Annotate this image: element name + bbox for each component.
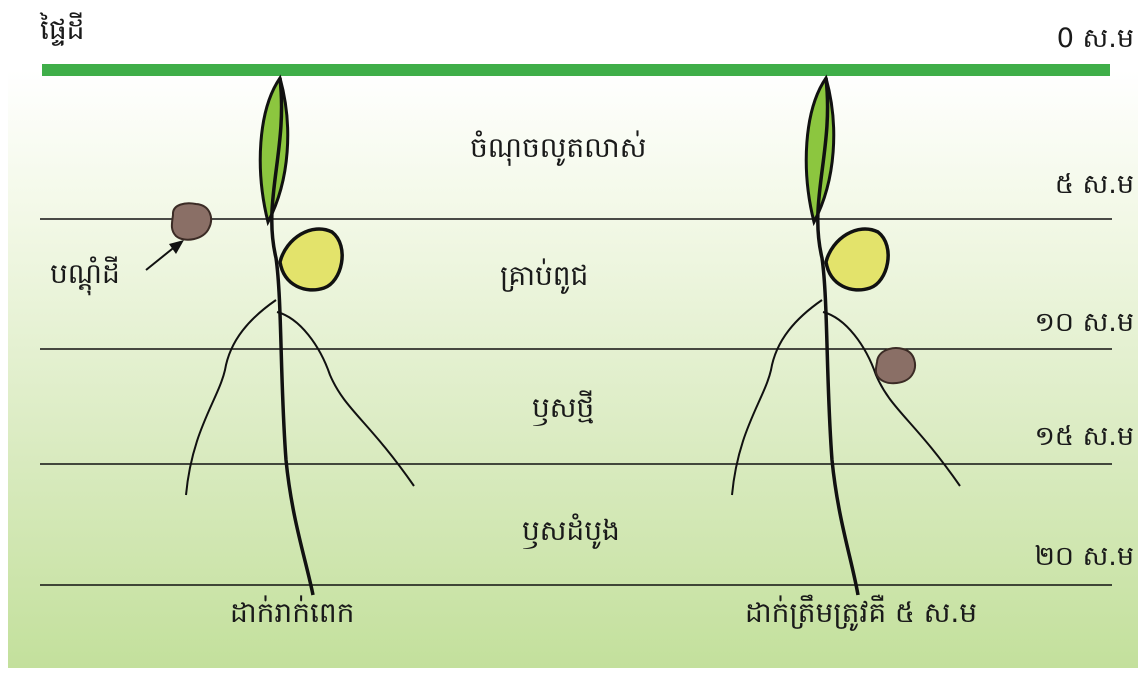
right-plant-root-right (823, 312, 960, 486)
left-plant-caption: ដាក់រាក់ពេក (230, 595, 354, 636)
right-plant-caption: ដាក់ត្រឹមត្រូវគឺ ៥ ស.ម (745, 595, 977, 636)
depth-label-20: ២០ ស.ម (1034, 540, 1134, 579)
right-plant-root-left (732, 300, 822, 495)
depth-label-10: ១០ ស.ម (1034, 306, 1134, 345)
zone-label-new-root: ឫសថ្មី (532, 390, 594, 431)
clod-pointer-arrowhead (169, 240, 184, 254)
surface-label: ផ្ទៃដី (40, 12, 84, 53)
right-soil-clod (876, 348, 915, 383)
right-plant-seed (826, 229, 888, 290)
left-plant-stem (272, 78, 313, 595)
left-plant (146, 78, 414, 595)
left-plant-seed (280, 229, 342, 290)
depth-label-15: ១៥ ស.ម (1034, 420, 1134, 459)
left-plant-root-right (277, 312, 414, 486)
left-soil-clod (172, 203, 211, 239)
ground-surface-line (42, 64, 1110, 76)
zone-label-seed: គ្រាប់ពូជ (500, 258, 588, 299)
left-plant-root-left (186, 300, 276, 495)
depth-label-5: ៥ ស.ម (1055, 168, 1134, 207)
zone-label-growing-point: ចំណុចលូតលាស់ (470, 130, 646, 171)
soil-clod-label: បណ្តុំដី (50, 256, 120, 297)
right-plant (732, 78, 960, 595)
right-plant-stem (818, 78, 858, 595)
zone-label-first-root: ឫសដំបូង (522, 513, 620, 554)
depth-label-0: 0 ស.ម (1057, 22, 1134, 61)
